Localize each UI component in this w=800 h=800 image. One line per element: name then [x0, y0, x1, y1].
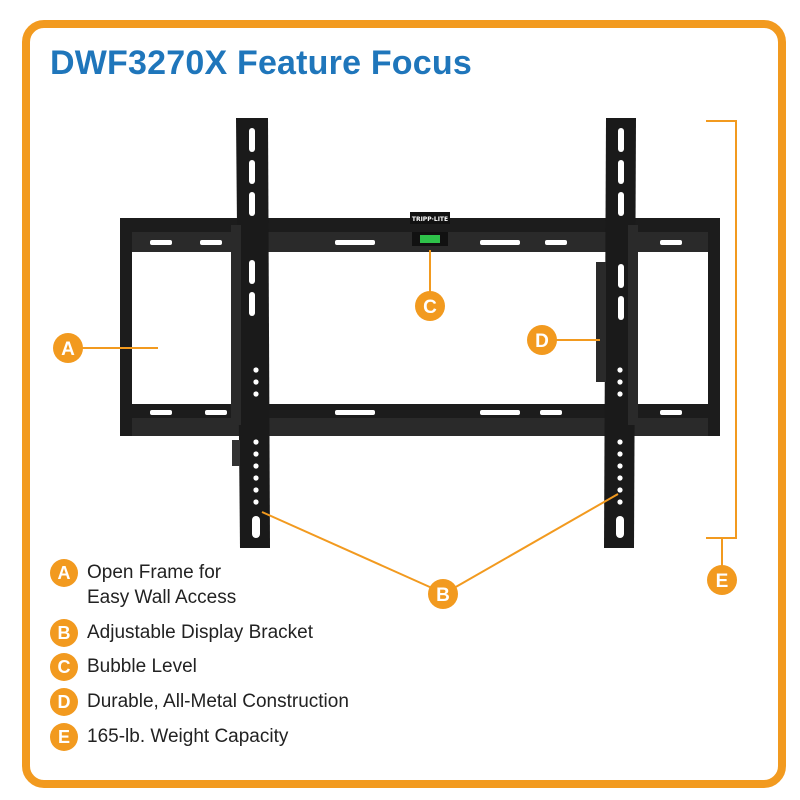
right-vertical-bracket: [596, 118, 638, 548]
rail-slots: [150, 240, 682, 415]
left-vertical-bracket: [231, 118, 270, 548]
legend-item-c: C Bubble Level: [50, 653, 410, 681]
legend-badge-d: D: [50, 688, 78, 716]
legend-text-d: Durable, All-Metal Construction: [87, 691, 349, 712]
legend-text-c: Bubble Level: [87, 656, 197, 677]
brand-logo: TRIPP·LITE: [412, 216, 448, 223]
legend-item-b: B Adjustable Display Bracket: [50, 619, 410, 647]
svg-text:C: C: [423, 297, 437, 318]
svg-text:B: B: [436, 585, 450, 606]
bubble-level: TRIPP·LITE: [410, 212, 450, 246]
legend-badge-c: C: [50, 653, 78, 681]
callout-e: E: [707, 565, 737, 595]
legend-badge-a: A: [50, 559, 78, 587]
svg-text:D: D: [535, 331, 549, 352]
legend-item-a: A Open Frame for Easy Wall Access: [50, 559, 410, 610]
legend-item-d: D Durable, All-Metal Construction: [50, 688, 410, 716]
svg-text:A: A: [61, 339, 75, 360]
legend-badge-b: B: [50, 619, 78, 647]
legend-text-a: Open Frame for Easy Wall Access: [87, 562, 237, 608]
leader-lines: [82, 120, 737, 589]
callout-c: C: [415, 291, 445, 321]
svg-text:E: E: [716, 571, 729, 592]
callout-a: A: [53, 333, 83, 363]
page-title: DWF3270X Feature Focus: [50, 44, 472, 82]
callout-d: D: [527, 325, 557, 355]
legend-badge-e: E: [50, 723, 78, 751]
wall-plate: [120, 218, 720, 436]
legend-text-e: 165-lb. Weight Capacity: [87, 726, 289, 747]
callout-b: B: [428, 579, 458, 609]
legend-text-b: Adjustable Display Bracket: [87, 622, 313, 643]
legend-item-e: E 165-lb. Weight Capacity: [50, 723, 410, 751]
